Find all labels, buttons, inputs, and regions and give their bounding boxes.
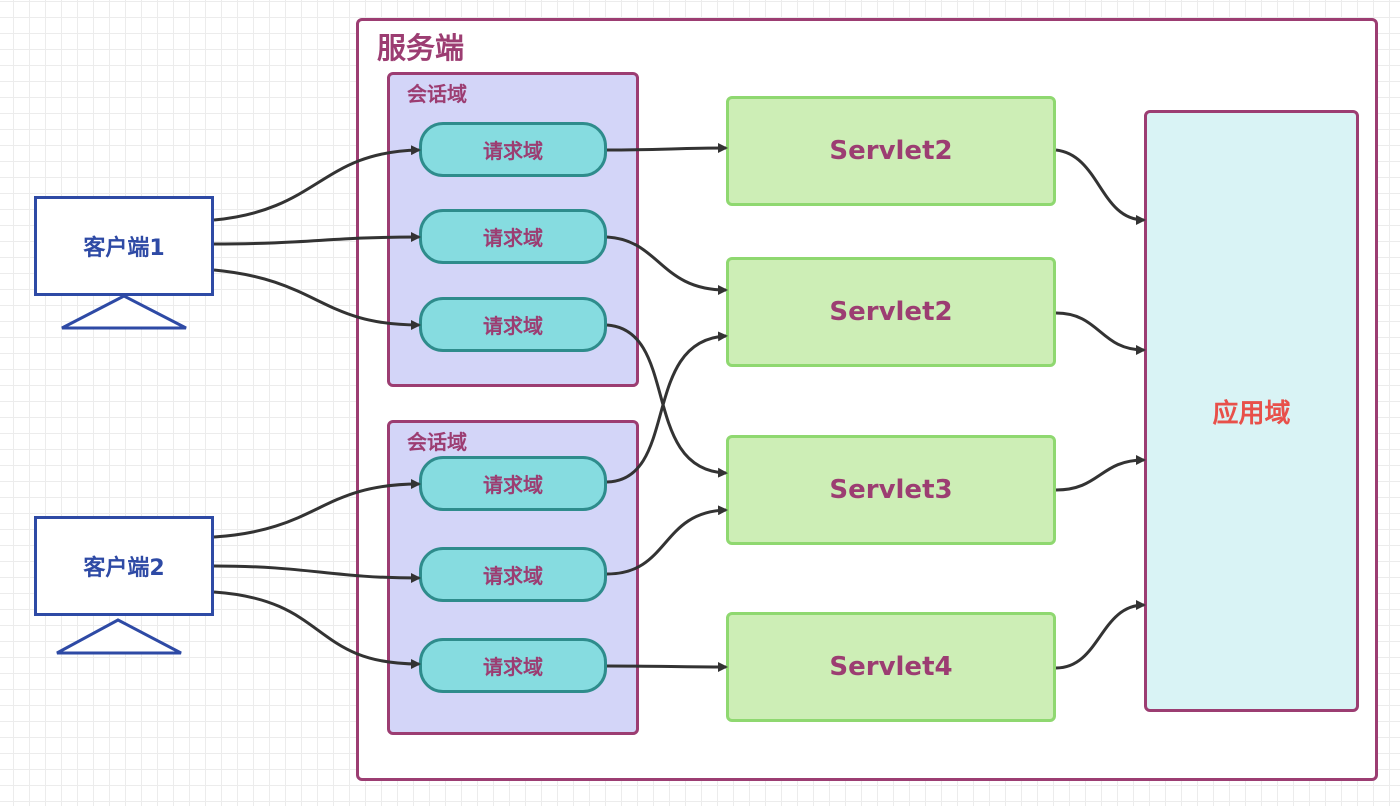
arrow-client1-request2 [213, 232, 421, 246]
session-domain-title: 会话域 [407, 82, 467, 106]
monitor-stand-icon [56, 618, 182, 655]
arrow-client2-request5 [213, 564, 421, 583]
arrow-client2-request6 [213, 590, 421, 669]
client-2[interactable]: 客户端2 [34, 516, 214, 616]
arrow-client2-request4 [213, 479, 421, 539]
request-domain-4[interactable]: 请求域 [419, 456, 607, 511]
servlet-box-4[interactable]: Servlet4 [726, 612, 1056, 722]
arrow-request4-servlet2 [606, 331, 728, 484]
arrow-request2-servlet2 [606, 235, 728, 295]
session-domain-title: 会话域 [407, 430, 467, 454]
request-domain-5[interactable]: 请求域 [419, 547, 607, 602]
arrow-client1-request1 [213, 145, 421, 222]
arrow-servlet4-application [1055, 600, 1146, 670]
arrow-servlet1-application [1055, 148, 1146, 225]
arrow-servlet3-application [1055, 455, 1146, 492]
application-domain[interactable]: 应用域 [1144, 110, 1359, 712]
arrow-request1-servlet1 [606, 143, 728, 154]
server-title: 服务端 [377, 31, 465, 65]
arrow-request5-servlet3 [606, 505, 728, 576]
arrow-request3-servlet3 [606, 323, 728, 478]
arrow-request6-servlet4 [606, 661, 728, 672]
servlet-box-3[interactable]: Servlet3 [726, 435, 1056, 545]
arrow-client1-request3 [213, 268, 421, 330]
monitor-stand-icon [61, 294, 187, 330]
request-domain-6[interactable]: 请求域 [419, 638, 607, 693]
arrow-servlet2-application [1055, 311, 1146, 355]
servlet-box-2[interactable]: Servlet2 [726, 257, 1056, 367]
